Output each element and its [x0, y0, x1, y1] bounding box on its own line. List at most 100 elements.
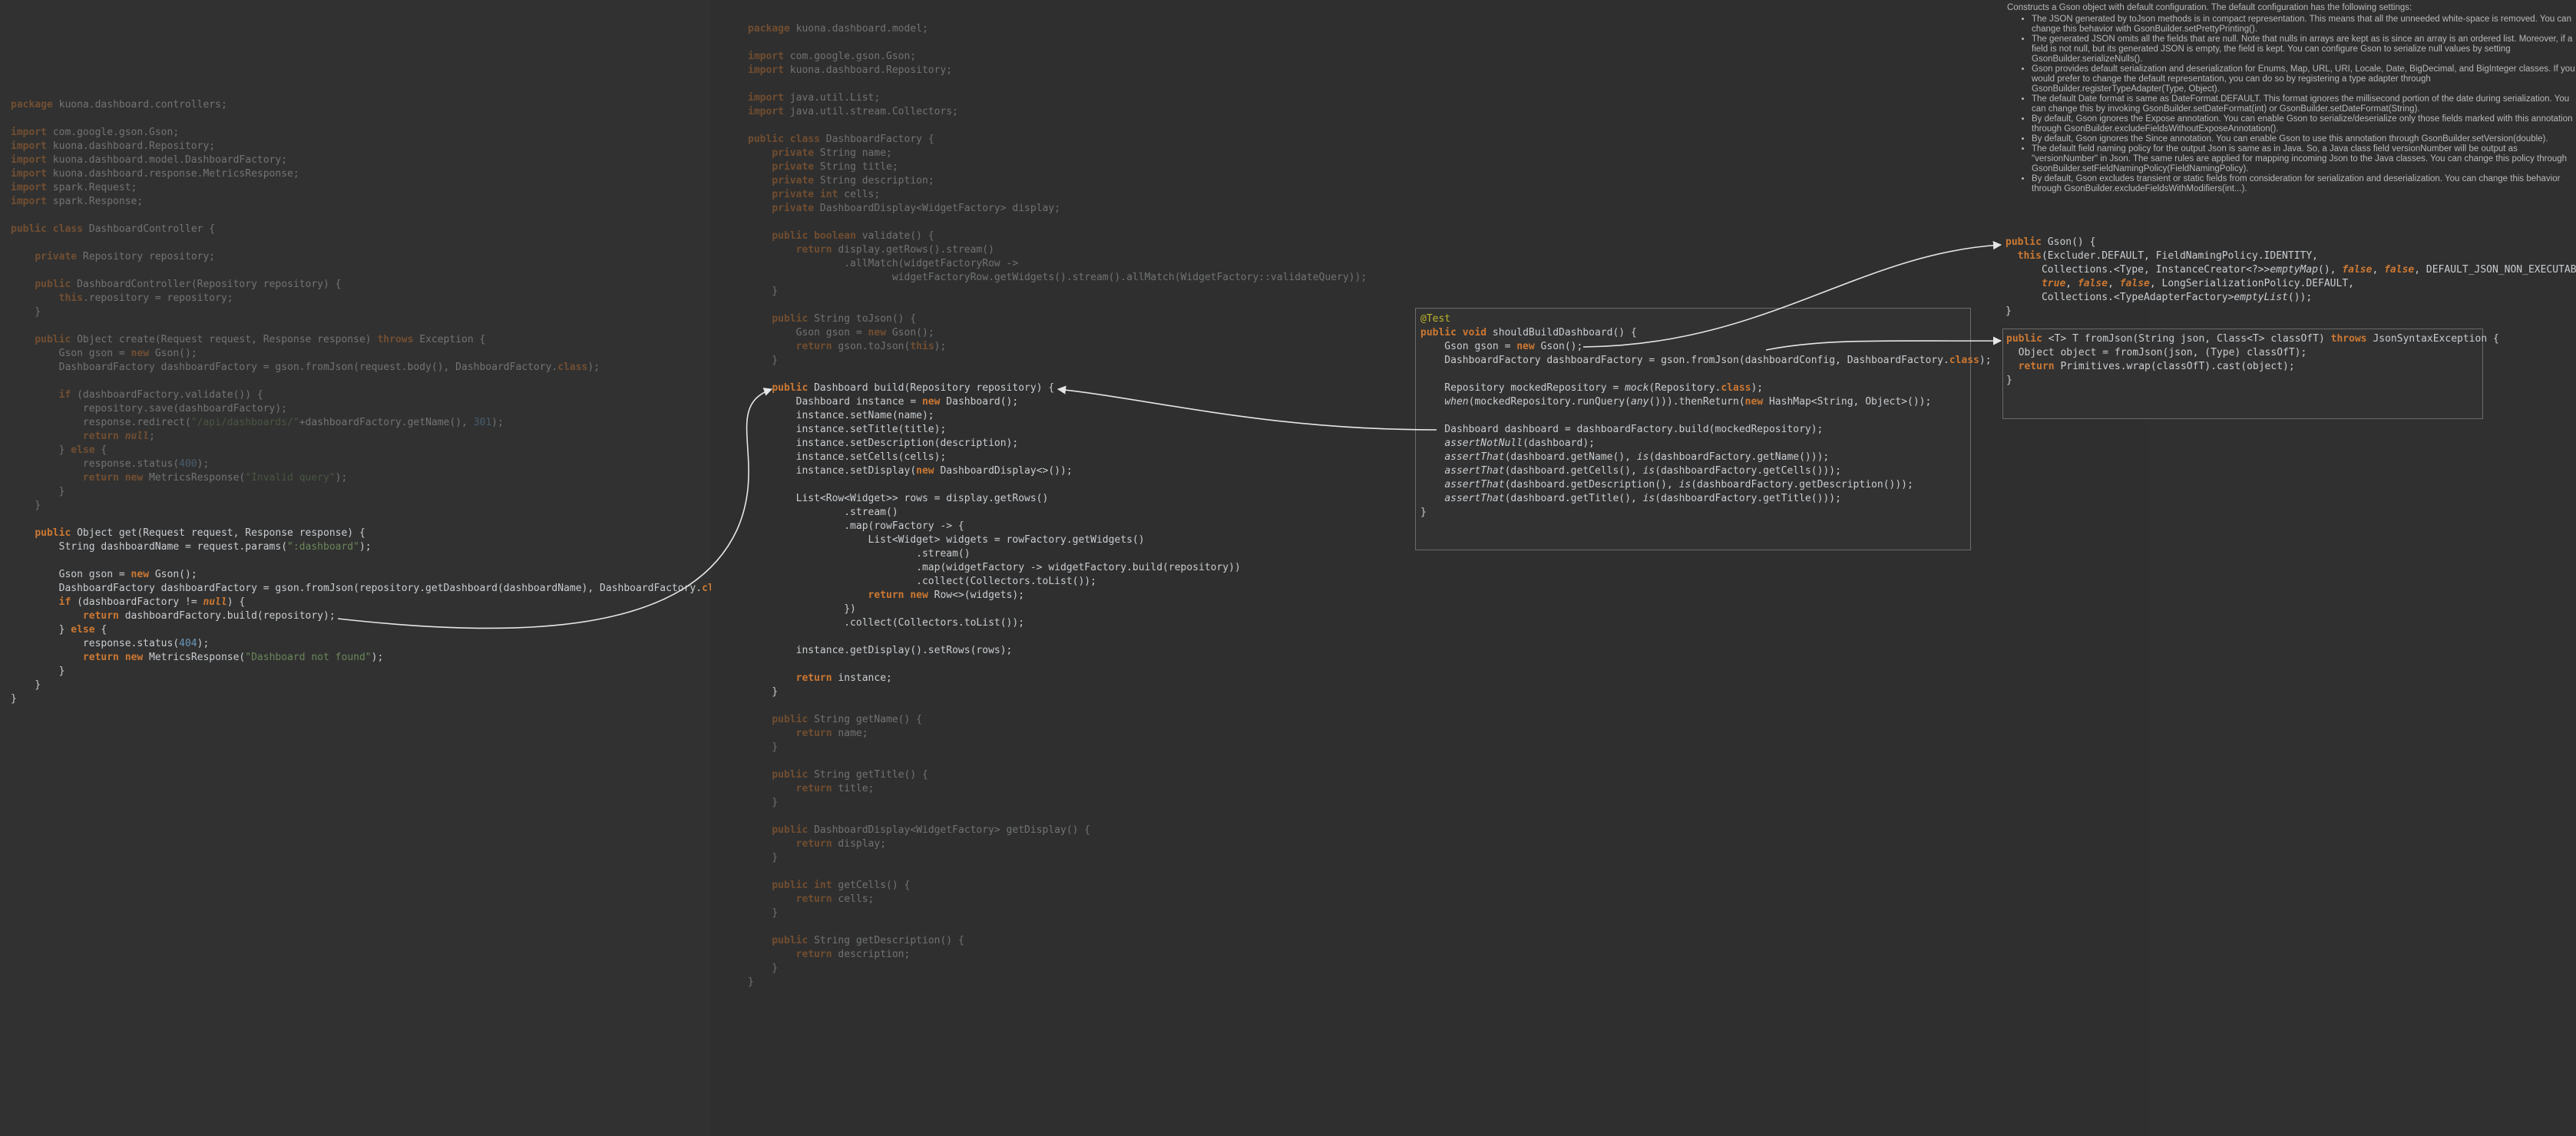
code-line[interactable]: public String toJson() {	[772, 313, 917, 325]
code-line[interactable]: if (dashboardFactory != null) {	[58, 596, 246, 608]
code-line[interactable]: assertThat(dashboard.getTitle(), is(dash…	[1444, 493, 1841, 504]
code-line[interactable]: widgetFactoryRow.getWidgets().stream().a…	[748, 272, 1367, 283]
code-line[interactable]: public Object get(Request request, Respo…	[35, 527, 365, 539]
code-line[interactable]: Repository mockedRepository = mock(Repos…	[1420, 382, 1764, 394]
code-line[interactable]: Gson gson = new Gson();	[11, 348, 197, 359]
code-line[interactable]: .stream()	[748, 548, 971, 560]
code-line[interactable]: return dashboardFactory.build(repository…	[82, 610, 336, 622]
code-line[interactable]: .collect(Collectors.toList());	[748, 576, 1096, 587]
code-line[interactable]: response.redirect("/api/dashboards/"+das…	[11, 417, 504, 428]
code-line[interactable]: }	[748, 286, 779, 297]
code-line[interactable]: return name;	[795, 728, 868, 739]
code-line[interactable]: public class DashboardController {	[11, 223, 216, 235]
code-line[interactable]: }	[11, 500, 41, 511]
code-line[interactable]: repository.save(dashboardFactory);	[11, 403, 288, 414]
code-line[interactable]: Dashboard dashboard = dashboardFactory.b…	[1420, 424, 1824, 435]
code-line[interactable]: ​	[748, 299, 1367, 312]
code-line[interactable]: @Test	[1420, 313, 1451, 325]
code-line[interactable]: Gson gson = new Gson();	[11, 569, 197, 580]
code-line[interactable]: public DashboardDisplay<WidgetFactory> g…	[772, 824, 1091, 836]
code-line[interactable]: private DashboardDisplay<WidgetFactory> …	[772, 203, 1061, 214]
code-line[interactable]: instance.setCells(cells);	[748, 451, 947, 463]
code-line[interactable]: return Primitives.wrap(classOfT).cast(ob…	[2018, 361, 2295, 372]
code-line[interactable]: private String description;	[772, 175, 934, 187]
code-line[interactable]: }	[11, 486, 65, 497]
code-line[interactable]: ​	[748, 810, 1367, 824]
code-line[interactable]: ​	[748, 368, 1367, 381]
code-line[interactable]: ​	[11, 513, 711, 527]
code-line[interactable]: assertThat(dashboard.getCells(), is(dash…	[1444, 465, 1841, 477]
code-line[interactable]: response.status(404);	[11, 638, 210, 649]
code-line[interactable]: ​	[11, 319, 711, 333]
code-line[interactable]: assertThat(dashboard.getDescription(), i…	[1444, 479, 1913, 490]
code-line[interactable]: }	[11, 665, 65, 677]
code-line[interactable]: assertNotNull(dashboard);	[1444, 438, 1595, 449]
code-line[interactable]: ​	[1420, 368, 1992, 381]
code-line[interactable]: public <T> T fromJson(String json, Class…	[2006, 333, 2499, 345]
code-line[interactable]: Collections.<Type, InstanceCreator<?>>em…	[2006, 264, 2576, 276]
code-line[interactable]: .map(widgetFactory -> widgetFactory.buil…	[748, 562, 1241, 573]
code-line[interactable]: public int getCells() {	[772, 880, 911, 891]
code-line[interactable]: DashboardFactory dashboardFactory = gson…	[11, 583, 711, 594]
code-line[interactable]: String dashboardName = request.params(":…	[11, 541, 372, 553]
code-line[interactable]: ​	[11, 209, 711, 223]
code-line[interactable]: } else {	[11, 444, 107, 456]
code-line[interactable]: Object object = fromJson(json, (Type) cl…	[2006, 347, 2307, 358]
code-line[interactable]: return cells;	[795, 893, 875, 905]
code-line[interactable]: }	[748, 976, 754, 988]
factory-source[interactable]: package kuona.dashboard.model;​import co…	[748, 22, 1367, 989]
code-line[interactable]: DashboardFactory dashboardFactory = gson…	[11, 362, 600, 373]
code-line[interactable]: ​	[748, 920, 1367, 934]
code-line[interactable]: import com.google.gson.Gson;	[11, 127, 180, 138]
code-line[interactable]: ​	[11, 112, 711, 126]
code-line[interactable]: .map(rowFactory -> {	[748, 520, 964, 532]
code-line[interactable]: return null;	[82, 431, 155, 442]
code-line[interactable]: ​	[11, 375, 711, 388]
code-line[interactable]: if (dashboardFactory.validate()) {	[58, 389, 263, 401]
code-line[interactable]: }	[2006, 305, 2012, 317]
code-line[interactable]: return new MetricsResponse("Invalid quer…	[82, 472, 348, 484]
code-line[interactable]: ​	[748, 216, 1367, 230]
code-line[interactable]: import kuona.dashboard.response.MetricsR…	[11, 168, 299, 180]
controller-source[interactable]: package kuona.dashboard.controllers;​imp…	[11, 98, 711, 706]
code-line[interactable]: Collections.<TypeAdapterFactory>emptyLis…	[2006, 292, 2313, 303]
code-line[interactable]: }	[11, 679, 41, 691]
code-line[interactable]: }	[748, 963, 779, 974]
code-line[interactable]: when(mockedRepository.runQuery(any())).t…	[1444, 396, 1932, 408]
code-line[interactable]: }	[11, 306, 41, 318]
code-line[interactable]: private String title;	[772, 161, 898, 173]
code-line[interactable]: private String name;	[772, 147, 892, 159]
code-line[interactable]: ​	[11, 264, 711, 278]
code-line[interactable]: public Gson() {	[2006, 236, 2096, 248]
code-line[interactable]: ​	[748, 78, 1367, 91]
code-line[interactable]: Gson gson = new Gson();	[748, 327, 934, 338]
code-line[interactable]: public Object create(Request request, Re…	[35, 334, 486, 345]
code-line[interactable]: return description;	[795, 949, 911, 960]
code-line[interactable]: import spark.Request;	[11, 182, 137, 193]
code-line[interactable]: public class DashboardFactory {	[748, 134, 934, 145]
code-line[interactable]: response.status(400);	[11, 458, 210, 470]
code-line[interactable]: public String getDescription() {	[772, 935, 964, 946]
code-line[interactable]: package kuona.dashboard.controllers;	[11, 99, 227, 111]
factory-editor-pane[interactable]: package kuona.dashboard.model;​import co…	[711, 0, 2148, 1136]
code-line[interactable]: this(Excluder.DEFAULT, FieldNamingPolicy…	[2017, 250, 2318, 262]
code-line[interactable]: ​	[748, 865, 1367, 879]
code-line[interactable]: public String getTitle() {	[772, 769, 928, 781]
code-line[interactable]: })	[748, 603, 856, 615]
code-line[interactable]: private Repository repository;	[35, 251, 216, 263]
code-line[interactable]: ​	[748, 36, 1367, 50]
code-line[interactable]: return new MetricsResponse("Dashboard no…	[82, 652, 384, 663]
code-line[interactable]: import spark.Response;	[11, 196, 144, 207]
fromjson-source[interactable]: public <T> T fromJson(String json, Class…	[2006, 332, 2499, 388]
code-line[interactable]: import java.util.stream.Collectors;	[748, 106, 958, 117]
code-line[interactable]: }	[748, 797, 779, 808]
code-line[interactable]: import java.util.List;	[748, 92, 881, 104]
gson-constructor-source[interactable]: public Gson() { this(Excluder.DEFAULT, F…	[2006, 236, 2576, 319]
code-line[interactable]: instance.setName(name);	[748, 410, 934, 421]
code-line[interactable]: ​	[748, 755, 1367, 768]
code-line[interactable]: ​	[1420, 409, 1992, 423]
code-line[interactable]: import com.google.gson.Gson;	[748, 51, 917, 62]
code-line[interactable]: return title;	[795, 783, 875, 794]
code-line[interactable]: }	[748, 741, 779, 753]
